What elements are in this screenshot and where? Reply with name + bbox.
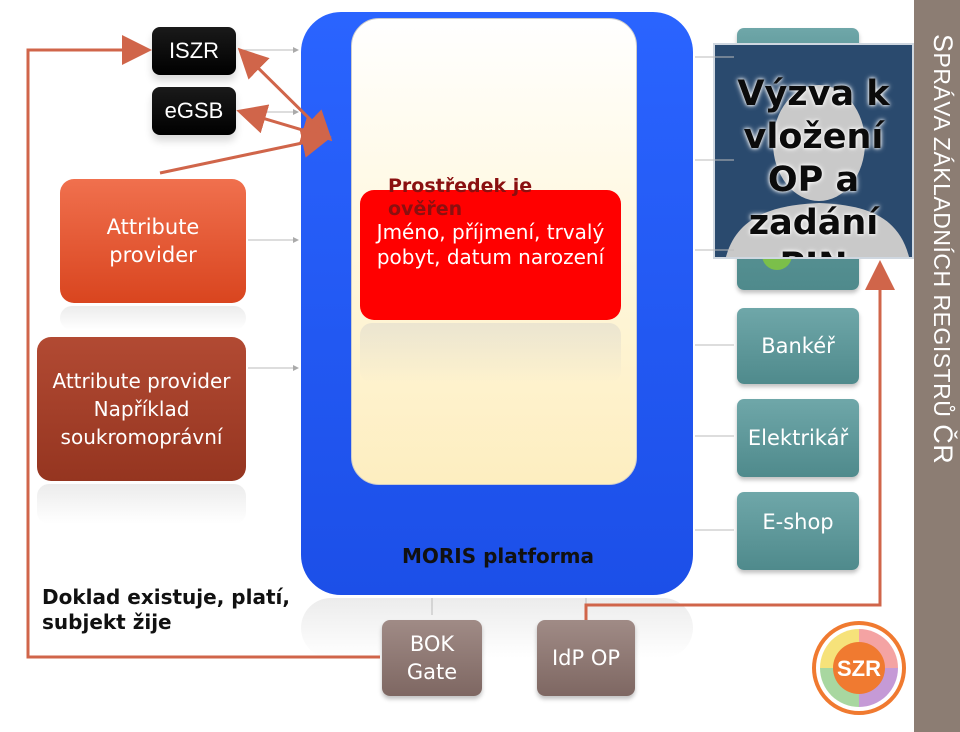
- attribute-provider-box: Attribute provider: [60, 179, 246, 303]
- eshop-box: E-shop: [737, 492, 859, 570]
- person-silhouette-icon: [726, 85, 909, 257]
- eshop-label: E-shop: [762, 510, 834, 534]
- idp-op-label: IdP OP: [551, 646, 621, 670]
- attribute-provider-private-label: Attribute provider Například soukromoprá…: [52, 369, 231, 449]
- egsb-box: eGSB: [152, 87, 236, 135]
- szr-logo-text: SZR: [837, 656, 881, 681]
- pin-prompt-box: Výzva k vložení OP a zadání PIN: [713, 43, 914, 259]
- pin-prompt-text: Výzva k vložení OP a zadání PIN: [737, 74, 890, 257]
- sidebar-title: SPRÁVA ZÁKLADNÍCH REGISTRŮ ČR: [928, 34, 958, 465]
- electrician-box: Elektrikář: [737, 399, 859, 477]
- banker-box: Bankéř: [737, 308, 859, 384]
- attributes-text: Jméno, příjmení, trvalý pobyt, datum nar…: [376, 220, 605, 269]
- attributes-box: Jméno, příjmení, trvalý pobyt, datum nar…: [360, 190, 621, 320]
- attribute-provider-label: Attribute provider: [106, 215, 200, 267]
- idp-op-box: IdP OP: [537, 620, 635, 696]
- electrician-label: Elektrikář: [747, 426, 849, 450]
- platform-label: MORIS platforma: [402, 544, 594, 568]
- attribute-provider-private-box: Attribute provider Například soukromoprá…: [37, 337, 246, 481]
- szr-logo: SZR: [812, 621, 906, 715]
- banker-label: Bankéř: [761, 334, 835, 358]
- verified-text: Prostředek je ověřen: [388, 175, 533, 220]
- footnote-text: Doklad existuje, platí, subjekt žije: [42, 585, 290, 634]
- bok-gate-label: BOK Gate: [406, 632, 458, 684]
- bok-gate-box: BOK Gate: [382, 620, 482, 696]
- sidebar: [914, 0, 960, 732]
- iszr-box: ISZR: [152, 27, 236, 75]
